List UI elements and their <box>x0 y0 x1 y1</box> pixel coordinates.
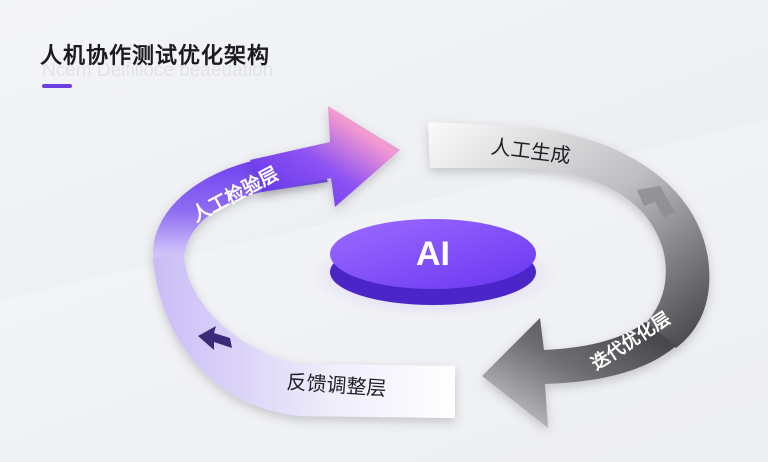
iterate-optimize-arrow <box>482 318 676 428</box>
human-generate-band <box>428 122 710 348</box>
double-arrow-icon <box>198 326 232 350</box>
page-title: 人机协作测试优化架构 <box>40 44 271 69</box>
human-review-arrowhead <box>250 106 400 207</box>
ai-disc-top <box>330 219 536 289</box>
feedback-band <box>153 256 455 418</box>
title-accent-bar <box>42 84 72 88</box>
ai-label: AI <box>416 235 450 273</box>
chevron-down-icon <box>637 186 675 218</box>
page-subtitle-watermark: Ncem Delfilloce beaeuation <box>42 60 274 81</box>
